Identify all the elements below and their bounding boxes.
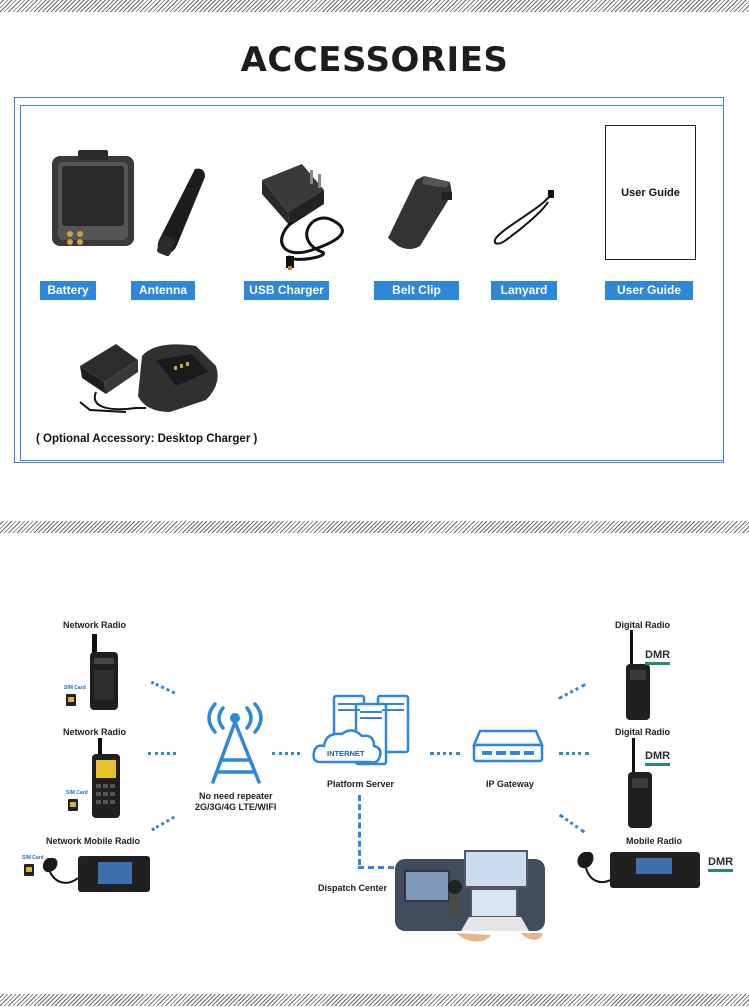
dispatch-center-label: Dispatch Center — [318, 883, 388, 893]
sim-card-text-1: SIM Card — [64, 685, 86, 691]
platform-server-icon — [312, 690, 416, 774]
page-title: ACCESSORIES — [240, 40, 509, 80]
dotted-link — [558, 683, 586, 700]
dotted-link — [272, 752, 300, 755]
network-mobile-radio-label: Network Mobile Radio — [46, 836, 141, 846]
battery-image — [48, 150, 140, 250]
battery-label: Battery — [40, 281, 96, 300]
sim-card-icon-1 — [66, 694, 76, 706]
dotted-link — [148, 752, 176, 755]
antenna-label: Antenna — [131, 281, 195, 300]
digital-radio-image-1 — [620, 630, 654, 722]
sim-card-text-3: SIM Card — [22, 855, 44, 861]
network-radio-image-2 — [88, 738, 124, 820]
dispatch-link-horizontal — [358, 866, 394, 869]
ip-gateway-icon — [472, 727, 544, 767]
repeater-note-line1: No need repeater — [199, 791, 273, 801]
belt-clip-label: Belt Clip — [374, 281, 459, 300]
user-guide-label: User Guide — [605, 281, 693, 300]
accessories-frame-inner — [20, 105, 724, 461]
ip-gateway-label: IP Gateway — [486, 779, 534, 789]
belt-clip-image — [380, 172, 460, 252]
mobile-radio-image — [566, 846, 704, 892]
network-mobile-radio-image — [38, 848, 154, 894]
lanyard-label: Lanyard — [491, 281, 557, 300]
top-hatch-border — [0, 0, 749, 12]
bottom-hatch-border — [0, 994, 749, 1006]
mobile-radio-label: Mobile Radio — [626, 836, 682, 846]
dotted-link — [150, 815, 176, 832]
digital-radio-image-2 — [622, 738, 656, 830]
lanyard-image — [490, 188, 560, 248]
desktop-charger-image — [76, 336, 226, 421]
antenna-image — [155, 165, 215, 260]
platform-server-label: Platform Server — [327, 779, 395, 789]
middle-hatch-border — [0, 521, 749, 533]
network-radio-label-2: Network Radio — [63, 727, 127, 737]
dmr-logo-2: DMR — [645, 751, 671, 766]
dotted-link — [559, 752, 589, 755]
dotted-link — [150, 680, 176, 695]
sim-card-text-2: SIM Card — [66, 790, 88, 796]
dispatch-link-vertical — [358, 795, 361, 865]
dispatch-center-image — [395, 849, 547, 945]
network-radio-label-1: Network Radio — [63, 620, 127, 630]
digital-radio-label-2: Digital Radio — [615, 727, 671, 737]
sim-card-icon-2 — [68, 799, 78, 811]
sim-card-icon-3 — [24, 864, 34, 876]
user-guide-cover: User Guide — [605, 125, 696, 260]
repeater-note-line2: 2G/3G/4G LTE/WIFI — [195, 802, 277, 812]
digital-radio-label-1: Digital Radio — [615, 620, 671, 630]
dmr-logo-1: DMR — [645, 650, 671, 665]
dmr-logo-3: DMR — [708, 857, 734, 872]
usb-charger-image — [252, 160, 362, 275]
internet-cloud-label: INTERNET — [327, 749, 365, 758]
dotted-link — [430, 752, 460, 755]
usb-charger-label: USB Charger — [244, 281, 329, 300]
network-radio-image-1 — [86, 634, 122, 714]
cell-tower-icon — [203, 700, 267, 786]
optional-accessory-note: ( Optional Accessory: Desktop Charger ) — [36, 433, 258, 445]
dotted-link — [558, 813, 586, 834]
